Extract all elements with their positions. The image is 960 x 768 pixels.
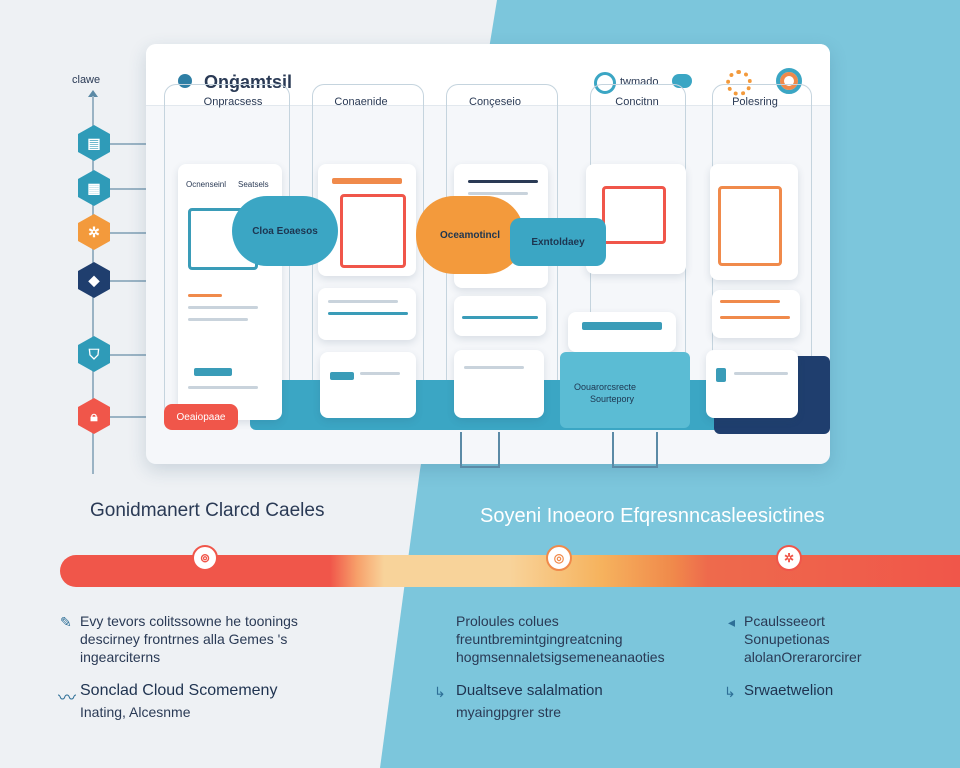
document-card[interactable]: [568, 312, 676, 352]
rail-connector: [108, 232, 148, 234]
preview-frame: [718, 186, 782, 266]
description-block: Evy tevors colitssowne he toonings desci…: [80, 612, 298, 666]
feature-subtitle: myaingpgrer stre: [456, 704, 562, 720]
gear-icon[interactable]: ✲: [776, 545, 802, 571]
document-card[interactable]: [454, 296, 546, 336]
gear-icon[interactable]: ✲: [78, 214, 110, 250]
description-line: freuntbremintgingreatcning: [456, 631, 623, 647]
rail-connector: [108, 416, 148, 418]
info-box-line: Oouarorcsrecte: [574, 382, 637, 392]
description-line: Pcaulsseeort: [744, 613, 825, 629]
info-box-line: Sourtepory: [590, 394, 635, 404]
column-title: Onpracsess: [203, 96, 263, 108]
gear-icon[interactable]: [594, 72, 616, 94]
rail-connector: [108, 280, 148, 282]
feature-title: Srwaetwelion: [744, 682, 834, 699]
text-line: [360, 372, 400, 375]
wave-icon: 〰: [58, 688, 76, 708]
description-block: Proloules colues freuntbremintgingreatcn…: [456, 612, 665, 666]
description-line: Evy tevors colitssowne he toonings: [80, 613, 298, 629]
section-heading-right: Soyeni Inoeoro Efqresnncasleesictines: [480, 505, 825, 527]
card-heading: Ocnenseinl: [186, 180, 227, 189]
text-line: [462, 316, 538, 319]
connector-line: [460, 432, 500, 468]
rail-title: clawe: [72, 74, 101, 86]
feature-subtitle: Inating, Alcesnme: [80, 704, 191, 720]
text-line: [332, 178, 402, 184]
header-label: twmado: [620, 76, 659, 88]
lock-icon[interactable]: ⊚: [192, 545, 218, 571]
text-line: [328, 300, 398, 303]
text-line: [720, 300, 780, 303]
text-line: [188, 294, 222, 297]
text-line: [194, 368, 232, 376]
text-line: [734, 372, 788, 375]
description-block: Pcaulsseeort Sonupetionas alolanOreraror…: [744, 612, 861, 666]
document-card[interactable]: [320, 352, 416, 418]
document-card[interactable]: [712, 290, 800, 338]
preview-frame: [340, 194, 406, 268]
arrow-icon: ◂: [728, 614, 736, 630]
column-title: Conçeseio: [469, 96, 521, 108]
column-title: Concitnn: [615, 96, 659, 108]
document-card[interactable]: [318, 288, 416, 340]
text-line: [468, 192, 528, 195]
rail-arrow-icon: [88, 90, 98, 97]
description-line: hogmsennaletsigsemeneanaoties: [456, 649, 665, 665]
description-line: Proloules colues: [456, 613, 559, 629]
cube-icon[interactable]: ◆: [78, 262, 110, 298]
feature-title: Dualtseve salalmation: [456, 682, 603, 699]
text-line: [188, 318, 248, 321]
teal-chip[interactable]: Exntoldaey: [510, 218, 606, 266]
hook-icon: ↳: [434, 684, 446, 700]
text-line: [328, 312, 408, 315]
connector-line: [612, 432, 658, 468]
description-line: descirney frontrnes alla Gemes 's: [80, 631, 288, 647]
description-line: alolanOrerarorcirer: [744, 649, 862, 665]
document-card[interactable]: [454, 350, 544, 418]
preview-frame: [602, 186, 666, 244]
text-line: [188, 386, 258, 389]
settings-icon[interactable]: [776, 68, 802, 94]
rail-connector: [108, 143, 148, 145]
hook-icon: ↳: [724, 684, 736, 700]
text-line: [330, 372, 354, 380]
grid-icon[interactable]: ▦: [78, 170, 110, 206]
text-line: [464, 366, 524, 369]
text-line: [468, 180, 538, 183]
column-title: Polesring: [732, 96, 778, 108]
text-line: [716, 368, 726, 382]
cloud-blue[interactable]: Cloa Eoaesos: [232, 196, 338, 266]
target-icon[interactable]: ◎: [546, 545, 572, 571]
pencil-icon: ✎: [60, 614, 72, 630]
lock-icon[interactable]: 🔒︎: [78, 398, 110, 434]
text-line: [188, 306, 258, 309]
action-pill[interactable]: Oeaiopaae: [164, 404, 238, 430]
description-line: Sonupetionas: [744, 631, 830, 647]
window-header: Onġamtsil twmado: [146, 44, 830, 106]
app-title: Onġamtsil: [204, 72, 293, 92]
feature-title: Sonclad Cloud Scomemeny: [80, 682, 278, 699]
rail-connector: [108, 354, 148, 356]
text-line: [582, 322, 662, 330]
section-heading-left: Gonidmanert Clarcd Caeles: [90, 500, 325, 521]
sun-icon[interactable]: [726, 70, 752, 96]
description-line: ingearciterns: [80, 649, 161, 665]
document-icon[interactable]: ▤: [78, 125, 110, 161]
text-line: [720, 316, 790, 319]
shield-icon[interactable]: ⛉: [78, 336, 110, 372]
cloud-orange[interactable]: Oceamotincl: [416, 196, 524, 274]
document-card[interactable]: [706, 350, 798, 418]
document-card[interactable]: [710, 164, 798, 280]
rail-connector: [108, 188, 148, 190]
card-heading: Seatsels: [238, 180, 269, 189]
info-box[interactable]: Oouarorcsrecte Sourtepory: [560, 352, 690, 428]
column-title: Conaenide: [334, 96, 388, 108]
